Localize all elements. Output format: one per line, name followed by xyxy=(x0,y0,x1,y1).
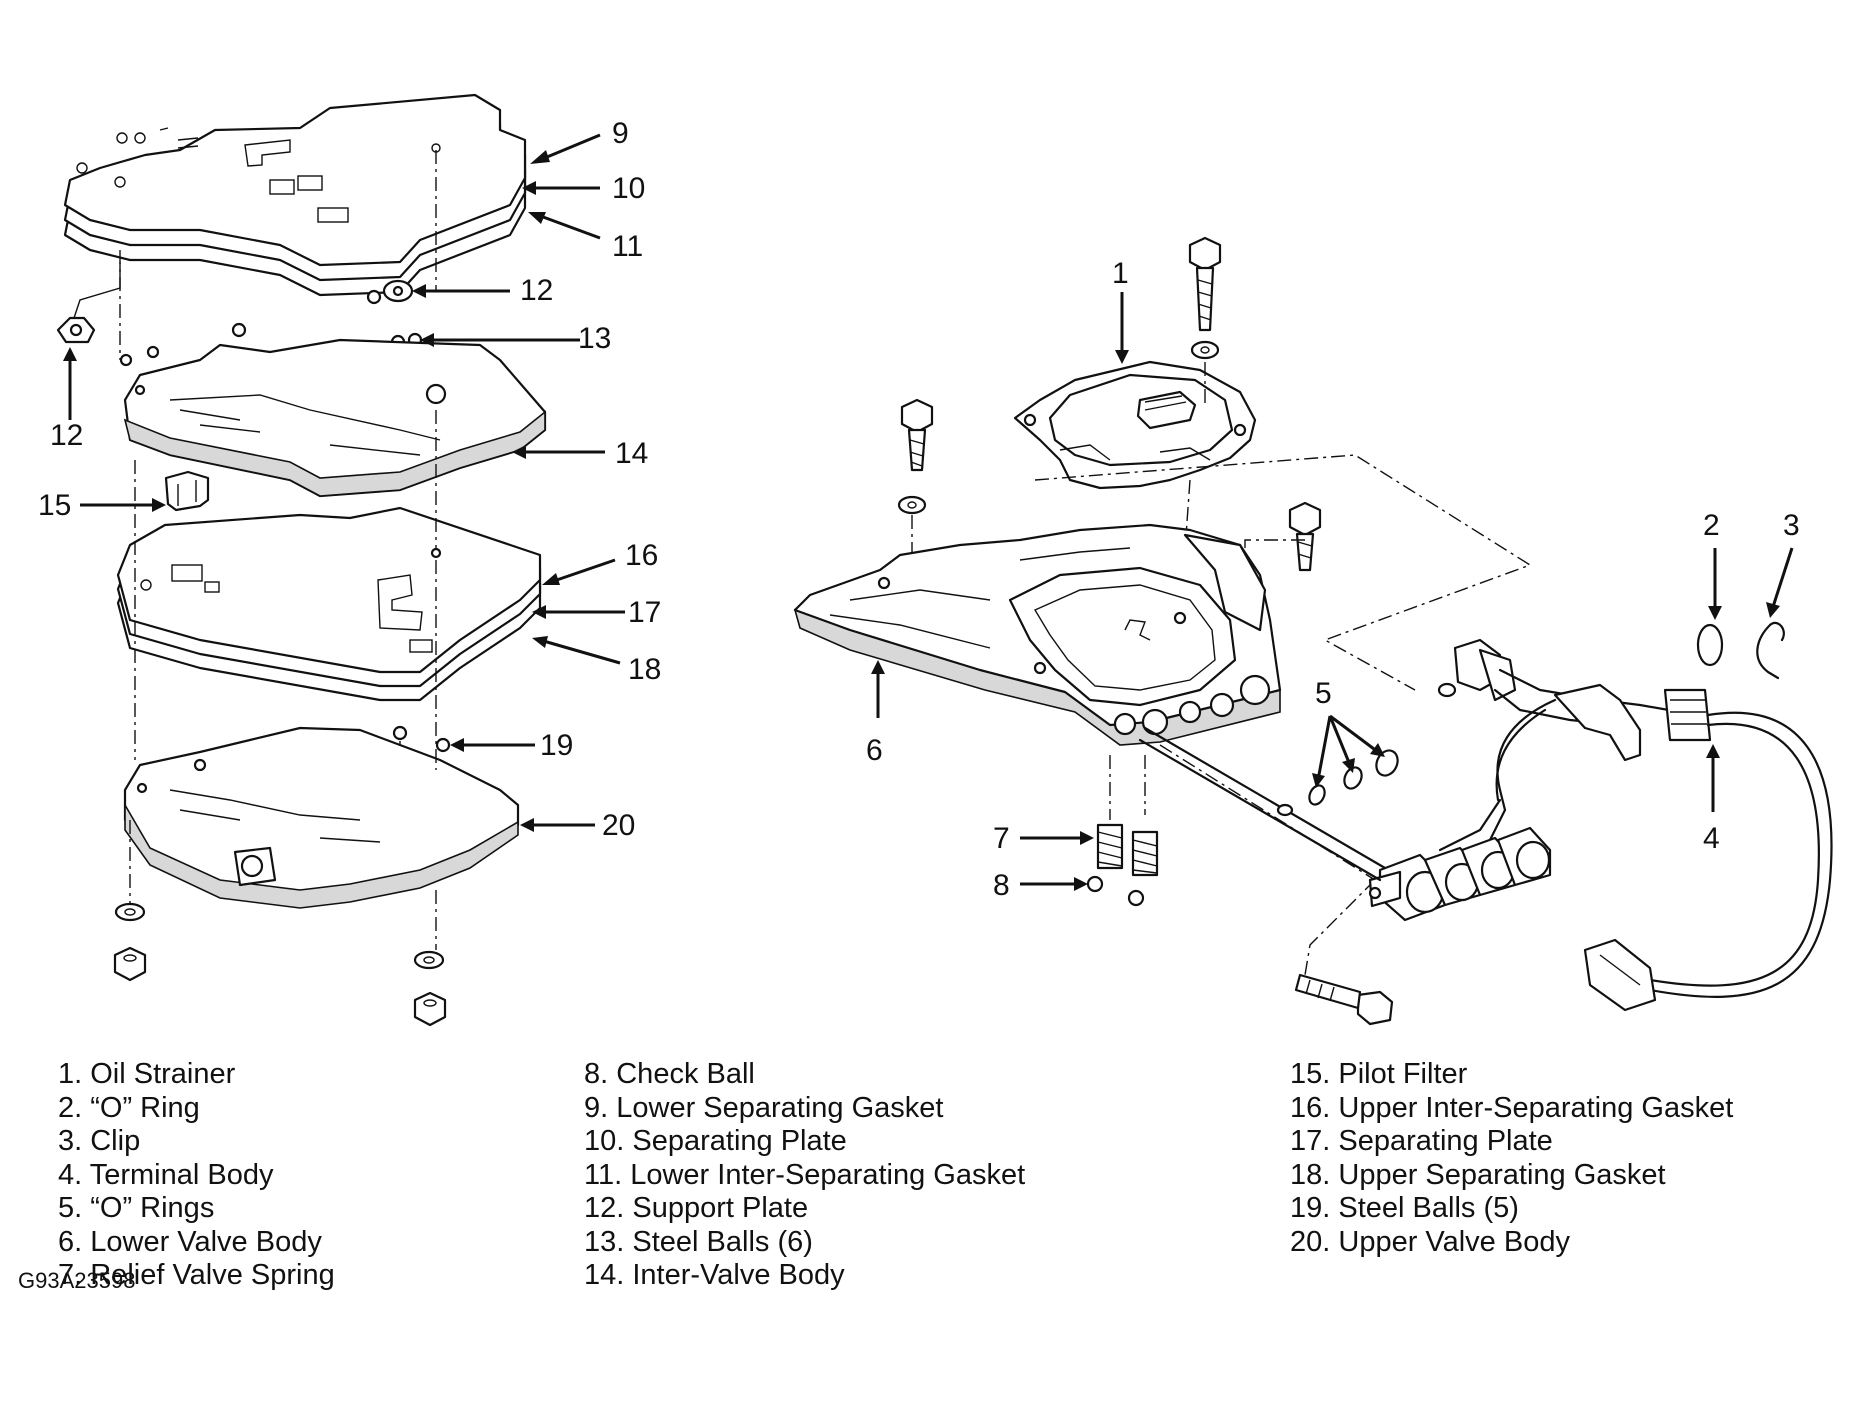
legend-item-2: 2. “O” Ring xyxy=(58,1091,200,1124)
legend-item-19: 19. Steel Balls (5) xyxy=(1290,1192,1519,1224)
callout-10: 10 xyxy=(612,172,645,205)
legend-item-8: 8. Check Ball xyxy=(584,1058,755,1090)
gasket-stack-9-10-11 xyxy=(63,93,527,297)
right-assembly: 1 2 3 4 5 6 7 8 xyxy=(793,236,1833,1026)
callout-9: 9 xyxy=(612,117,629,150)
callout-4: 4 xyxy=(1703,822,1720,855)
left-assembly-stack: 9 10 11 12 13 12 14 15 16 17 18 19 20 xyxy=(38,93,661,1027)
legend-item-20: 20. Upper Valve Body xyxy=(1290,1225,1570,1258)
legend-item-4: 4. Terminal Body xyxy=(58,1158,274,1191)
callout-13: 13 xyxy=(578,322,611,355)
oil-strainer-1 xyxy=(1013,360,1257,490)
washers-and-nuts-left xyxy=(113,902,447,1027)
left-callout-arrows xyxy=(63,133,625,832)
bolt-left xyxy=(897,398,934,515)
bolt-top xyxy=(1188,236,1222,360)
legend-item-13: 13. Steel Balls (6) xyxy=(584,1225,813,1258)
left-alignment-lines xyxy=(119,150,437,950)
support-plate-right xyxy=(366,279,414,305)
figure-code: G93A23598 xyxy=(18,1268,136,1293)
callout-20: 20 xyxy=(602,809,635,842)
o-ring-2 xyxy=(1696,623,1724,667)
support-plate-left xyxy=(56,262,121,344)
callout-14: 14 xyxy=(615,437,648,470)
legend-item-18: 18. Upper Separating Gasket xyxy=(1290,1158,1666,1191)
callout-2: 2 xyxy=(1703,509,1720,542)
callout-6: 6 xyxy=(866,734,883,767)
callout-8: 8 xyxy=(993,869,1010,902)
callout-15: 15 xyxy=(38,489,71,522)
callout-12-right: 12 xyxy=(520,274,553,307)
pilot-filter-15 xyxy=(164,470,210,512)
callout-17: 17 xyxy=(628,596,661,629)
legend-item-11: 11. Lower Inter-Separating Gasket xyxy=(584,1158,1026,1191)
callout-19: 19 xyxy=(540,729,573,762)
legend-column-2: 8. Check Ball 9. Lower Separating Gasket… xyxy=(584,1058,1025,1293)
legend-item-9: 9. Lower Separating Gasket xyxy=(584,1091,944,1124)
legend-item-7: 7. Relief Valve Spring xyxy=(58,1259,335,1291)
bolt-bottom xyxy=(1294,973,1394,1026)
legend-item-12: 12. Support Plate xyxy=(584,1192,809,1224)
inter-valve-body-14 xyxy=(123,338,547,498)
legend-item-5: 5. “O” Rings xyxy=(58,1192,215,1224)
relief-valve-springs-7 xyxy=(1096,823,1159,877)
callout-3: 3 xyxy=(1783,509,1800,542)
legend-item-6: 6. Lower Valve Body xyxy=(58,1225,322,1258)
clip-3 xyxy=(1756,621,1785,680)
legend-item-16: 16. Upper Inter-Separating Gasket xyxy=(1290,1091,1734,1124)
legend-item-15: 15. Pilot Filter xyxy=(1290,1058,1468,1090)
legend-column-3: 15. Pilot Filter 16. Upper Inter-Separat… xyxy=(1290,1058,1733,1259)
o-rings-5 xyxy=(1308,749,1399,806)
legend-item-14: 14. Inter-Valve Body xyxy=(584,1259,845,1291)
right-callout-arrows xyxy=(871,292,1794,891)
legend-item-10: 10. Separating Plate xyxy=(584,1125,847,1157)
bolt-middle xyxy=(1288,501,1322,572)
legend-item-17: 17. Separating Plate xyxy=(1290,1125,1553,1157)
callout-16: 16 xyxy=(625,539,658,572)
legend-item-3: 3. Clip xyxy=(58,1125,141,1157)
lower-valve-body-6 xyxy=(793,523,1282,746)
legend-column-1: 1. Oil Strainer 2. “O” Ring 3. Clip 4. T… xyxy=(58,1058,335,1293)
right-alignment-lines xyxy=(911,362,1532,976)
check-balls-8 xyxy=(1086,875,1145,907)
callout-18: 18 xyxy=(628,653,661,686)
callout-11: 11 xyxy=(612,230,643,263)
callout-1: 1 xyxy=(1112,257,1129,290)
gasket-stack-16-17-18 xyxy=(116,506,542,702)
callout-5: 5 xyxy=(1315,677,1332,710)
solenoid-harness xyxy=(1138,638,1833,1012)
legend-item-1: 1. Oil Strainer xyxy=(58,1058,236,1090)
callout-7: 7 xyxy=(993,822,1010,855)
upper-valve-body-20 xyxy=(123,726,520,909)
callout-12-left: 12 xyxy=(50,419,83,452)
